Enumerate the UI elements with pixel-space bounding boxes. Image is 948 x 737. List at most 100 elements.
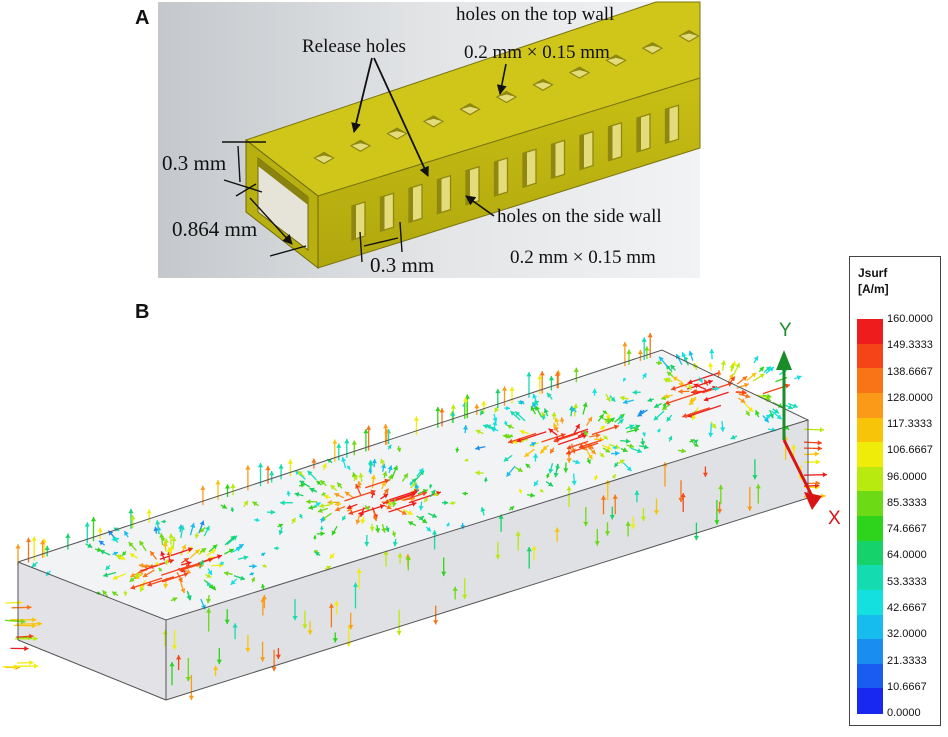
current-vector-head [694,536,699,540]
current-vector-head [815,451,819,456]
current-vector-head [245,465,250,469]
side-hole-shadow [438,179,442,214]
current-vector-head [147,509,152,513]
current-vector-head [549,376,554,380]
legend-tick: 64.0000 [887,549,927,561]
y-axis-label: Y [779,320,792,341]
current-vector-head [352,440,357,444]
side-hole-shadow [495,161,499,196]
legend-swatch [857,491,883,516]
current-vector-head [816,459,820,464]
current-vector-head [526,372,531,376]
current-vector-head [540,371,545,375]
side-hole-shadow [409,187,413,222]
current-vector-head [128,509,133,513]
legend-swatch [857,344,883,369]
current-vector-head [451,405,456,409]
legend-tick: 10.6667 [887,681,927,693]
current-vector-head [433,620,438,624]
legend-title-quantity: Jsurf [858,265,889,281]
side-hole-shadow [466,170,470,205]
panel-a-label: A [135,7,149,29]
side-hole-shadow [637,117,641,152]
current-vector-head [642,337,647,341]
legend-swatch [857,639,883,664]
legend-tick: 96.0000 [887,471,927,483]
current-vector-head [638,350,643,354]
legend-swatch [857,368,883,393]
legend-swatch [857,541,883,566]
legend-tick: 74.6667 [887,523,927,535]
current-vector-head [85,522,90,526]
current-vector-head [189,696,194,700]
current-vector-head [818,440,822,445]
panel-b-label: B [135,301,149,323]
side-wall-holes-label: holes on the side wall [497,206,662,227]
current-vector-head [474,404,479,408]
x-axis-arrowhead [804,492,822,510]
current-vector-head [495,389,500,393]
current-vector-head [709,349,714,353]
current-vector-head [574,368,579,372]
legend-tick: 128.0000 [887,392,933,404]
current-vector-head [29,660,33,665]
current-vector-head [648,333,653,337]
current-vector-head [481,401,486,405]
current-vector-head [439,408,444,412]
current-vector-head [34,664,38,669]
side-hole-shadow [523,152,527,187]
current-vector-head [32,537,37,541]
side-hole-shadow [352,205,356,240]
current-vector-head [65,534,70,538]
legend-tick: 106.6667 [887,444,933,456]
legend-title-unit: [A/m] [858,281,889,297]
side-hole-shadow [666,108,670,143]
current-vector-head [216,480,221,484]
current-vector-head [366,426,371,430]
current-vector-head [272,667,277,671]
side-hole-shadow [552,143,556,178]
current-vector-head [344,439,349,443]
legend-swatch [857,664,883,689]
legend-swatch [857,688,883,713]
legend-tick: 160.0000 [887,313,933,325]
current-vector-head [279,464,284,468]
y-axis-arrowhead [776,350,792,370]
legend-swatch [857,467,883,492]
legend-color-bar [857,319,883,713]
current-vector-head [626,349,631,353]
side-hole-shadow [609,126,613,161]
current-vector-head [644,346,649,350]
current-vector-head [24,646,28,651]
current-vector-head [200,486,205,490]
current-vector-head [397,631,402,635]
legend-swatch [857,393,883,418]
panel-b: B Y X [3,301,841,700]
current-vector-head [820,427,824,432]
legend-swatch [857,442,883,467]
legend-tick: 138.6667 [887,366,933,378]
current-vector-head [16,544,21,548]
panel-a: A Release holes holes on the top wall 0.… [135,2,700,278]
current-vector-head [622,342,627,346]
legend-swatch [857,418,883,443]
current-vector-head [311,459,316,463]
current-vector-head [288,459,293,463]
legend-tick: 32.0000 [887,628,927,640]
current-vector-head [45,546,50,550]
current-vector-head [269,471,274,475]
current-vector-head [265,466,270,470]
legend-tick: 21.3333 [887,655,927,667]
width-dimension-label: 0.864 mm [172,217,257,241]
release-holes-label: Release holes [302,36,406,57]
legend-tick: 85.3333 [887,497,927,509]
current-vector-head [258,463,263,467]
current-vector-head [414,416,419,420]
side-hole-shadow [381,196,385,231]
side-hole-shadow [580,135,584,170]
legend-tick: 53.3333 [887,576,927,588]
height-dimension-label: 0.3 mm [162,151,226,175]
side-wall-holes-dims: 0.2 mm × 0.15 mm [510,247,656,268]
